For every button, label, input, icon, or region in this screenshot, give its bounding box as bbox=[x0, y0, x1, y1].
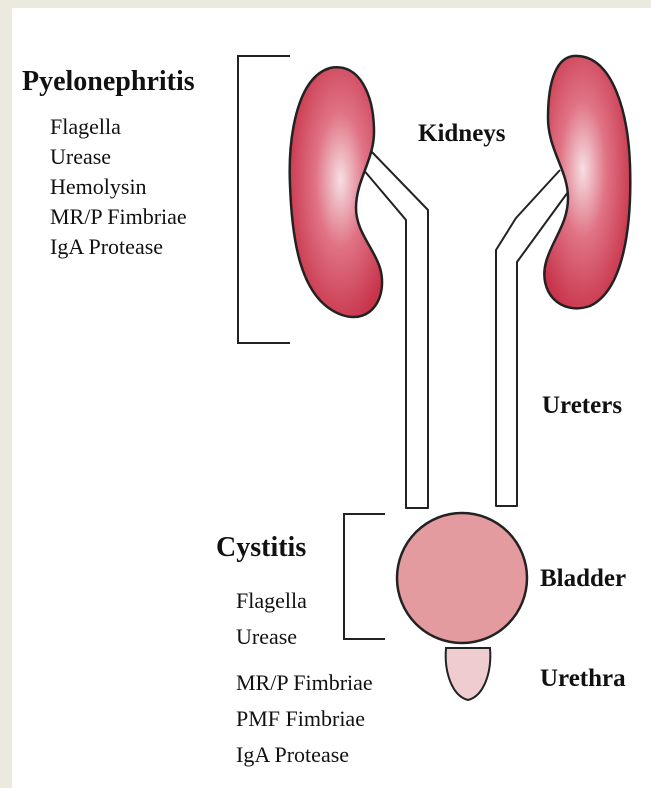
cystitis-bracket bbox=[344, 514, 385, 639]
bladder-shape bbox=[397, 513, 527, 643]
left-kidney bbox=[290, 67, 382, 317]
pyelonephritis-factor: MR/P Fimbriae bbox=[50, 202, 187, 232]
urethra-shape bbox=[446, 648, 491, 700]
pyelonephritis-factor-list: Flagella Urease Hemolysin MR/P Fimbriae … bbox=[50, 112, 187, 262]
left-ureter bbox=[362, 150, 428, 508]
pyelonephritis-factor: IgA Protease bbox=[50, 232, 187, 262]
pyelonephritis-bracket bbox=[238, 56, 290, 343]
cystitis-factor: MR/P Fimbriae bbox=[236, 668, 373, 698]
ureters-label: Ureters bbox=[542, 392, 622, 420]
cystitis-factor: Urease bbox=[236, 622, 297, 652]
pyelonephritis-factor: Hemolysin bbox=[50, 172, 187, 202]
cystitis-factor: Flagella bbox=[236, 586, 307, 616]
kidneys-label: Kidneys bbox=[418, 120, 506, 148]
cystitis-title: Cystitis bbox=[216, 532, 306, 564]
pyelonephritis-factor: Flagella bbox=[50, 112, 187, 142]
right-ureter bbox=[496, 170, 568, 506]
urethra-label: Urethra bbox=[540, 665, 626, 693]
pyelonephritis-title: Pyelonephritis bbox=[22, 66, 195, 98]
cystitis-factor: PMF Fimbriae bbox=[236, 704, 365, 734]
pyelonephritis-factor: Urease bbox=[50, 142, 187, 172]
bladder-label: Bladder bbox=[540, 565, 626, 593]
cystitis-factor: IgA Protease bbox=[236, 740, 349, 770]
